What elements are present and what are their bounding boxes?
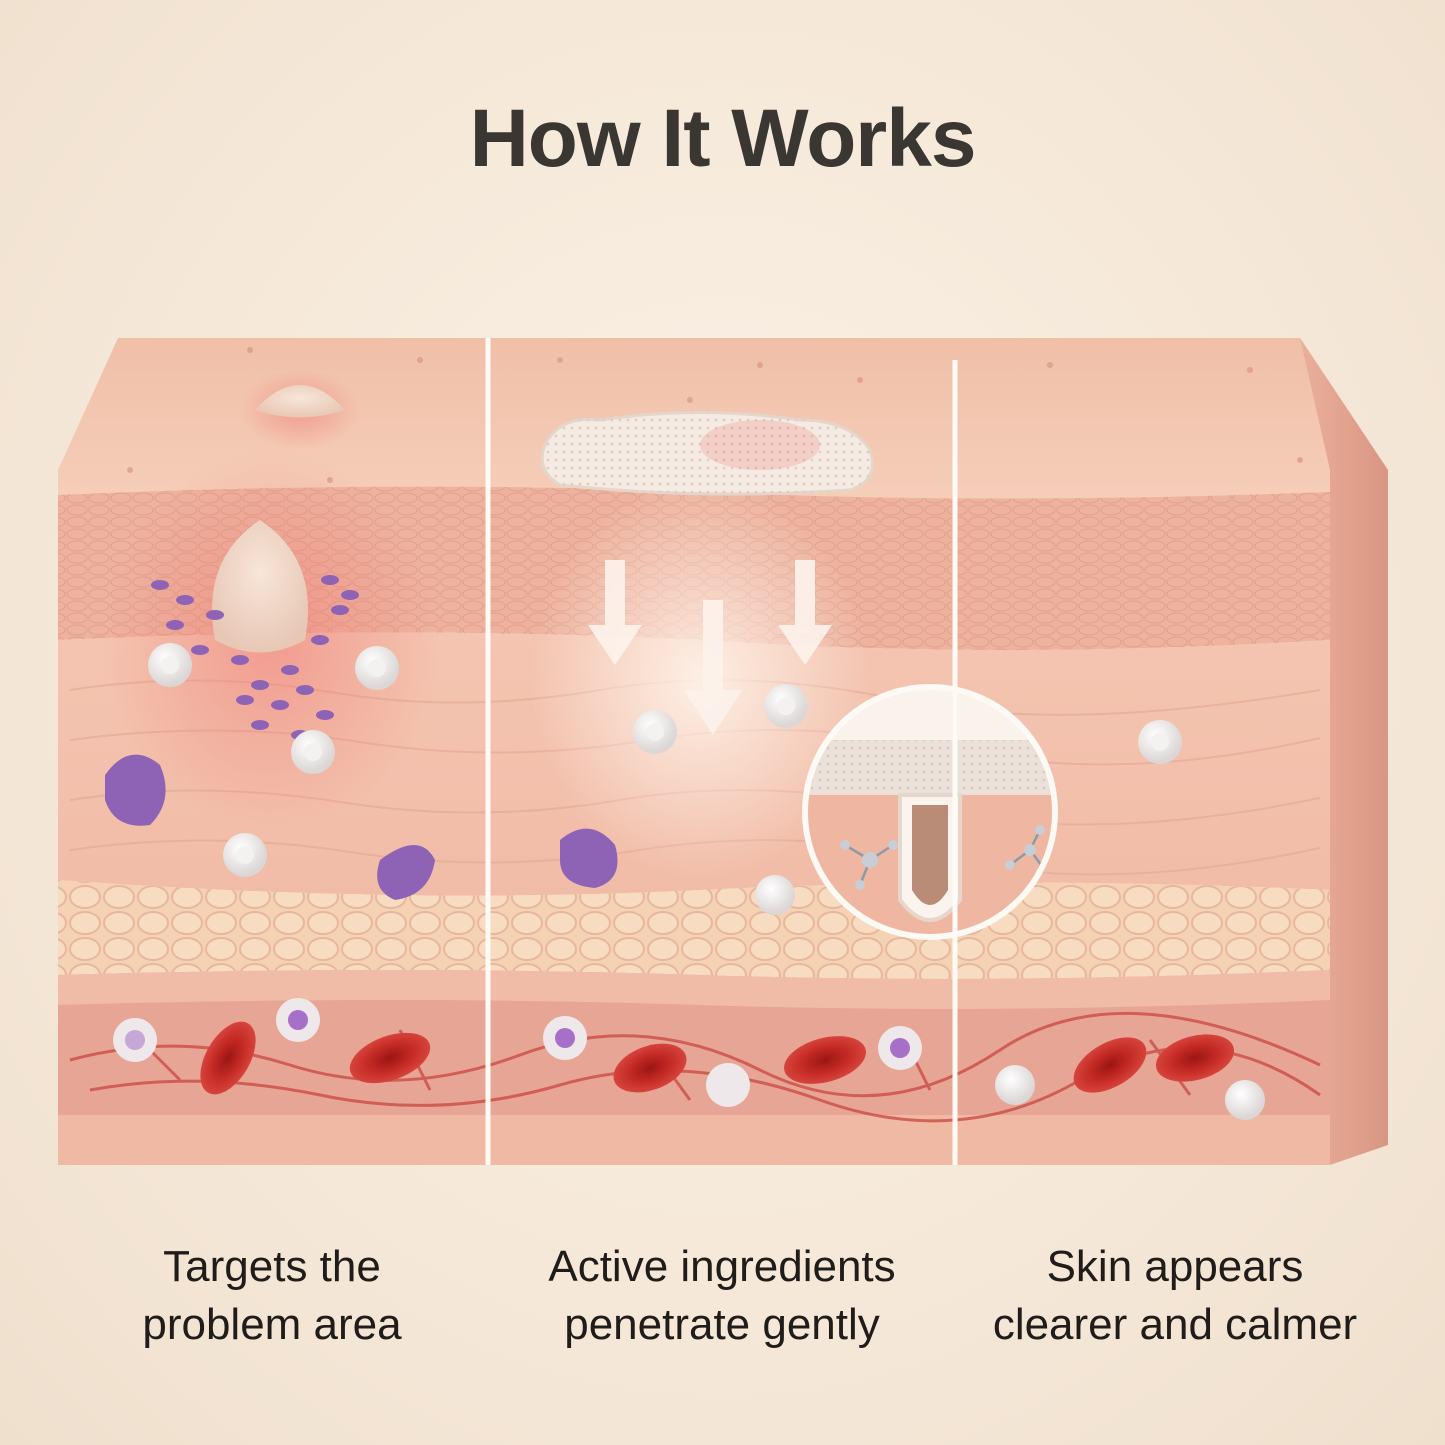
step-3-line-1: Skin appears [1046,1242,1304,1291]
step-1-caption: Targets the problem area [52,1238,492,1354]
penetration-arrows [588,560,832,735]
white-blood-cells [148,643,399,877]
white-blood-cells-3 [1138,720,1182,764]
page-title: How It Works [469,93,977,184]
block-side [1300,338,1388,1165]
pimple-bump [255,385,345,418]
white-blood-cells-2 [633,684,808,915]
step-3-caption: Skin appears clearer and calmer [955,1238,1395,1354]
step-1-line-1: Targets the [163,1242,381,1291]
step-2-caption: Active ingredients penetrate gently [502,1238,942,1354]
step-2-line-2: penetrate gently [564,1300,880,1349]
clogged-pore [212,520,308,653]
step-2-line-1: Active ingredients [548,1242,896,1291]
vessel-white-cells [113,998,1265,1120]
red-blood-cells [200,1021,1235,1095]
immune-cell [105,754,166,826]
step-1-line-2: problem area [142,1300,402,1349]
step-3-line-2: clearer and calmer [992,1300,1358,1349]
